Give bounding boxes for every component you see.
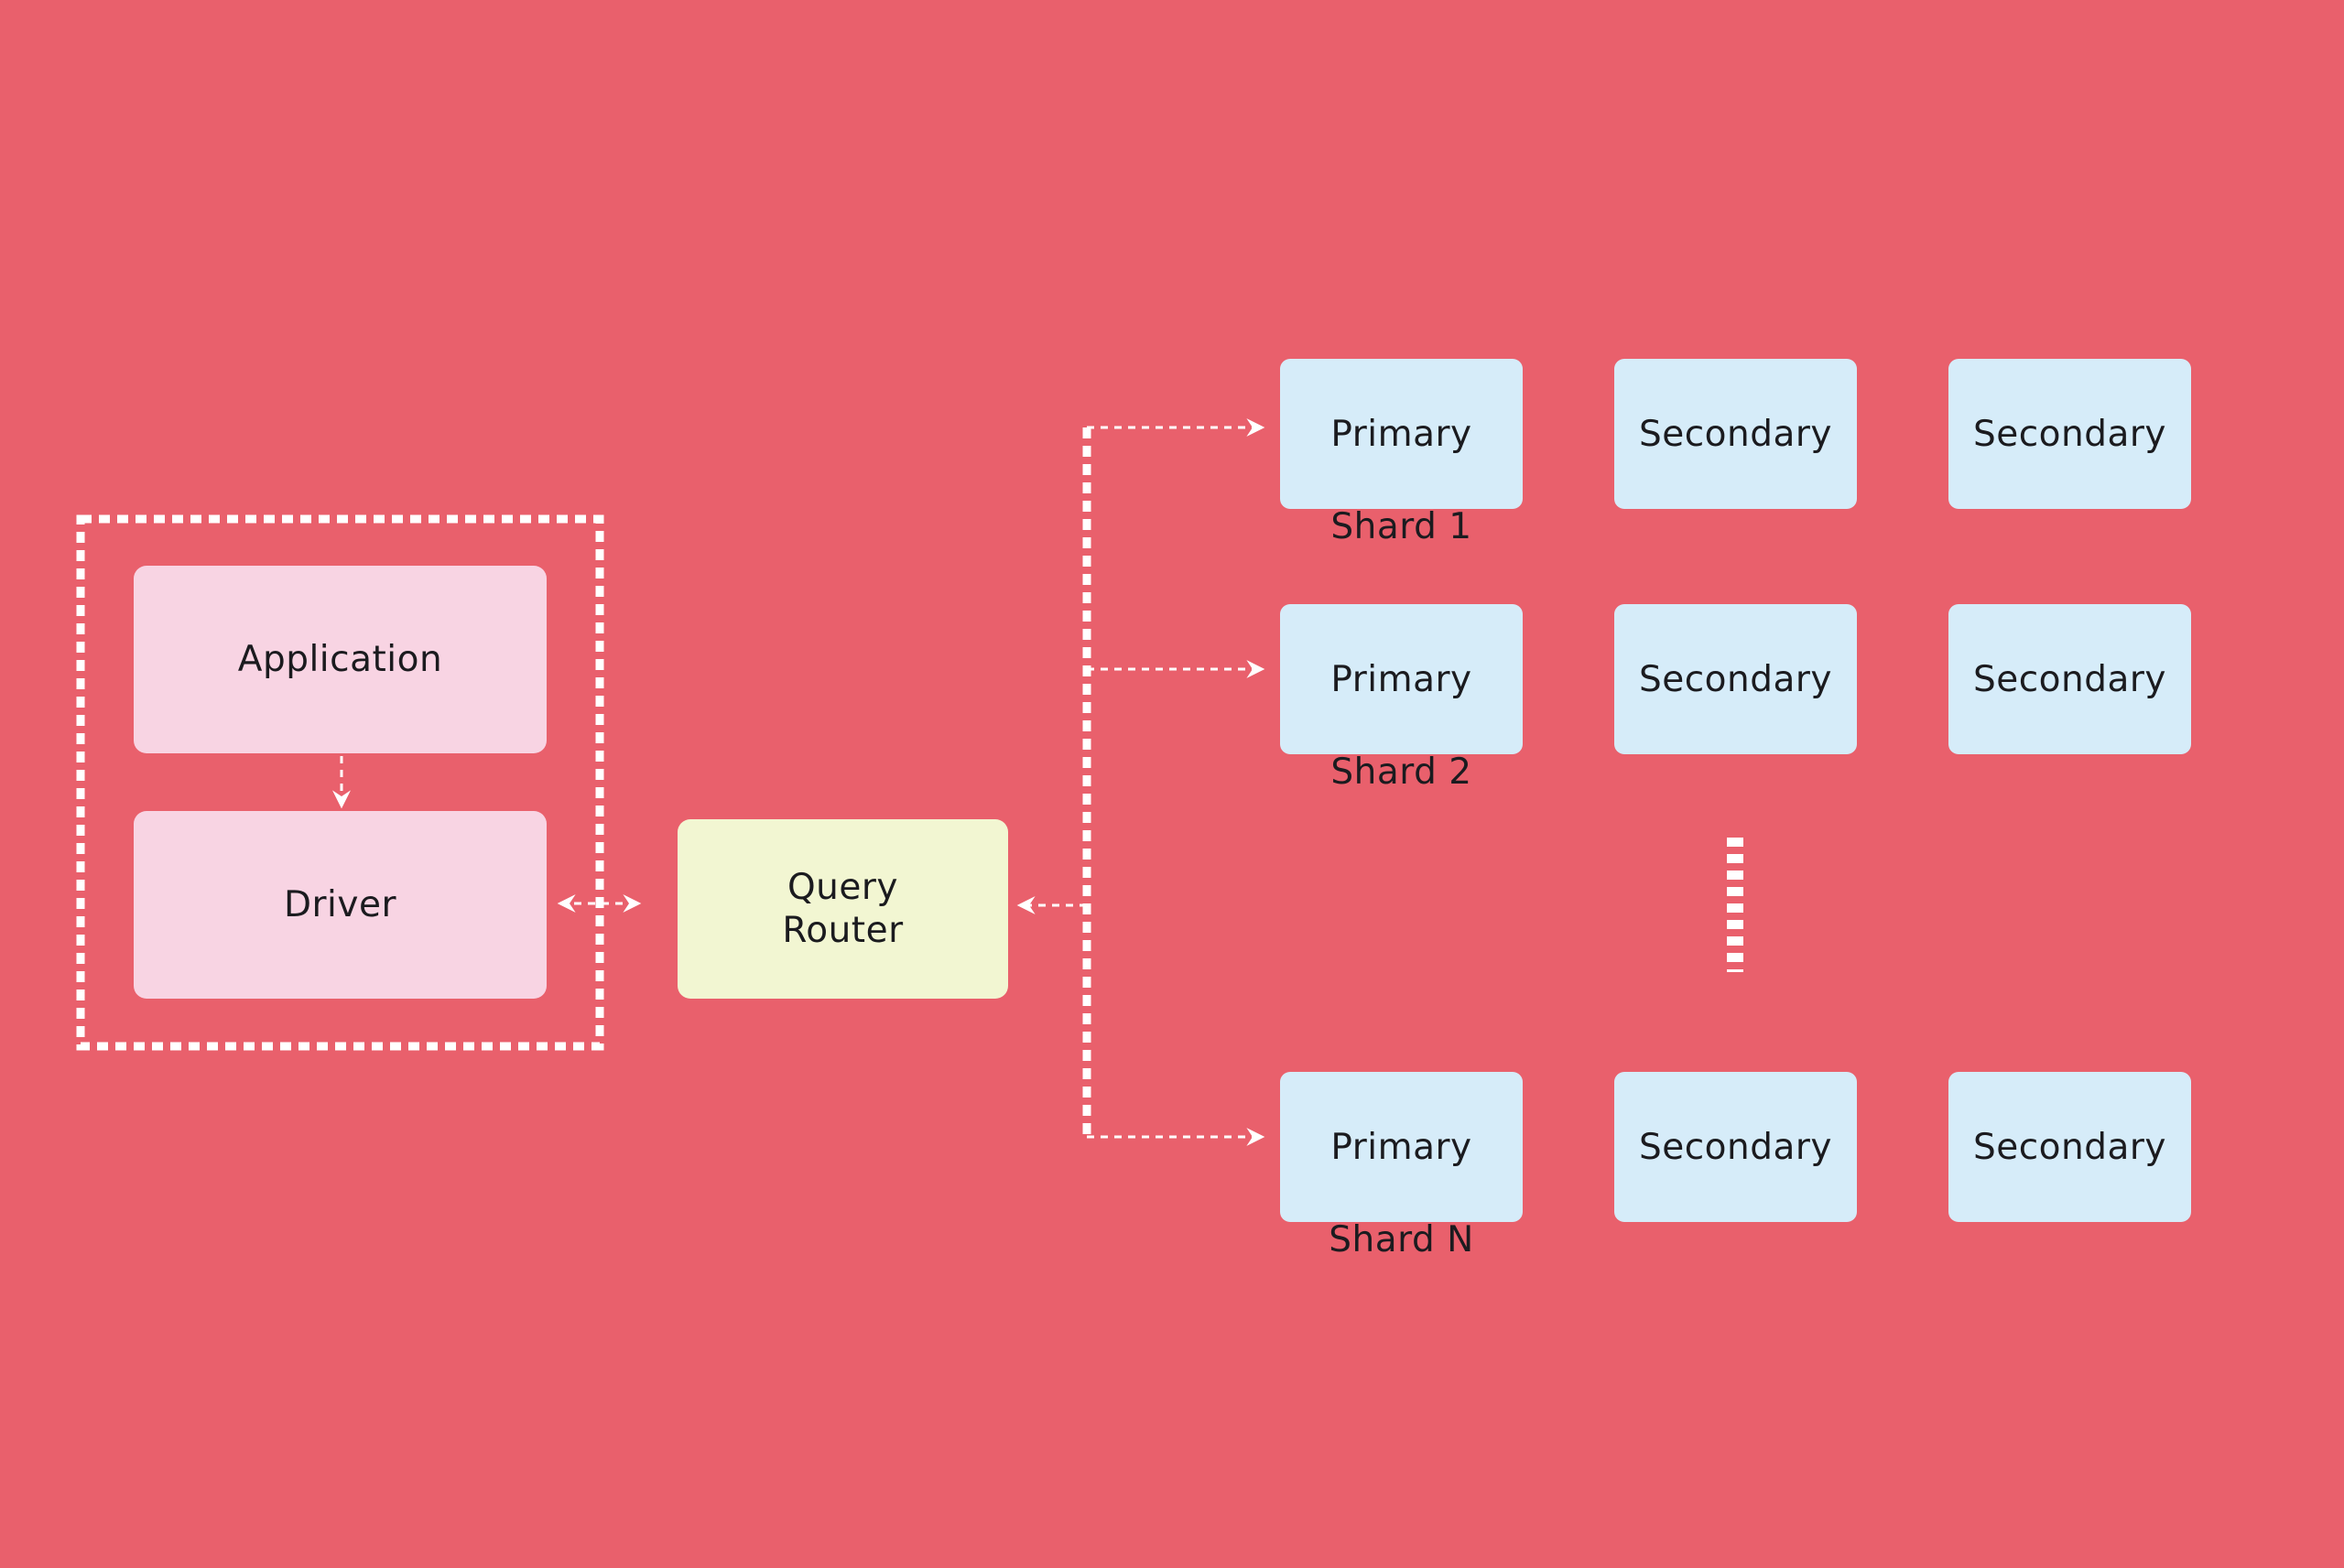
shard-1-secondary-box: Secondary (1614, 359, 1857, 509)
member-label: Secondary (1972, 1126, 2167, 1168)
driver-label: Driver (283, 884, 396, 925)
shard-n-primary-box: Primary (1280, 1072, 1523, 1222)
shard-2-primary-box: Primary (1280, 604, 1523, 754)
shard-n-secondary-box: Secondary (1614, 1072, 1857, 1222)
application-label: Application (237, 639, 443, 680)
shard-n-label: Shard N (1329, 1219, 1474, 1260)
member-label: Secondary (1972, 413, 2167, 455)
member-label: Primary (1330, 1126, 1472, 1168)
member-label: Secondary (1638, 658, 1833, 700)
shard-1-label: Shard 1 (1330, 506, 1472, 547)
shard-n-secondary-box: Secondary (1948, 1072, 2191, 1222)
member-label: Secondary (1972, 658, 2167, 700)
shard-1-primary-box: Primary (1280, 359, 1523, 509)
query-router-label-line-1: Query (787, 867, 899, 908)
shard-2-secondary-box: Secondary (1614, 604, 1857, 754)
member-label: Secondary (1638, 1126, 1833, 1168)
member-label: Primary (1330, 413, 1472, 455)
member-label: Primary (1330, 658, 1472, 700)
client-group-boundary (76, 514, 604, 1051)
query-router-label-line-2: Router (782, 910, 904, 951)
member-label: Secondary (1638, 413, 1833, 455)
driver-box: Driver (134, 811, 547, 999)
shard-2-secondary-box: Secondary (1948, 604, 2191, 754)
shard-1-secondary-box: Secondary (1948, 359, 2191, 509)
query-router-box: Query Router (678, 819, 1008, 999)
shard-2-label: Shard 2 (1330, 752, 1472, 793)
application-box: Application (134, 566, 547, 753)
